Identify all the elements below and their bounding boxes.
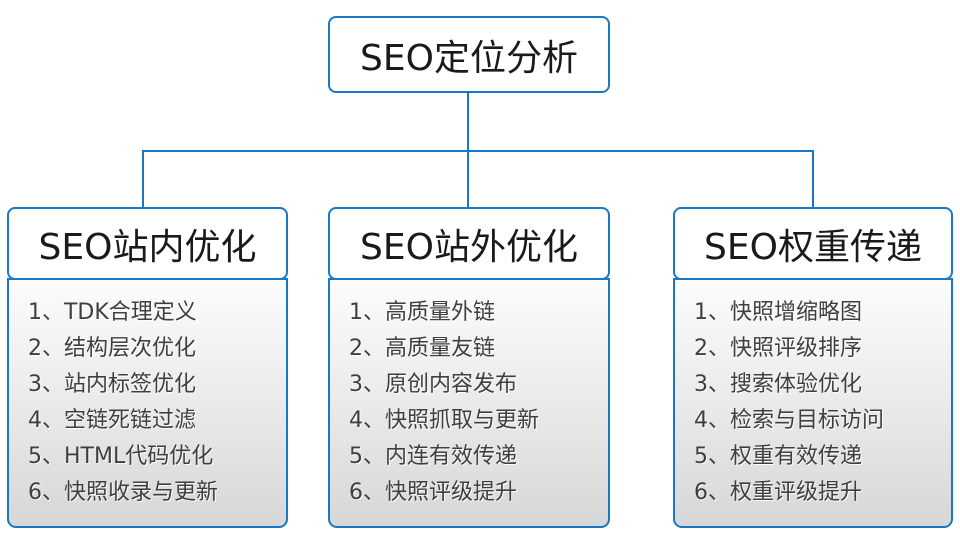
list-item: 1、快照增缩略图 <box>694 300 862 325</box>
list-item: 5、权重有效传递 <box>694 444 862 469</box>
list-item: 2、快照评级排序 <box>694 336 862 361</box>
column-list: 1、高质量外链 2、高质量友链 3、原创内容发布 4、快照抓取与更新 5、内连有… <box>328 278 610 528</box>
list-item: 1、TDK合理定义 <box>28 300 197 325</box>
connector-horizontal-line <box>142 150 814 152</box>
list-item: 4、空链死链过滤 <box>28 408 196 433</box>
list-item: 6、快照评级提升 <box>349 480 517 505</box>
list-item: 4、检索与目标访问 <box>694 408 884 433</box>
column-list: 1、快照增缩略图 2、快照评级排序 3、搜索体验优化 4、检索与目标访问 5、权… <box>673 278 953 528</box>
column-header: SEO站外优化 <box>328 207 610 280</box>
column-onsite-optimization: SEO站内优化 1、TDK合理定义 2、结构层次优化 3、站内标签优化 4、空链… <box>7 207 288 528</box>
list-item: 2、结构层次优化 <box>28 336 196 361</box>
root-node-seo-positioning-analysis: SEO定位分析 <box>328 16 610 93</box>
column-offsite-optimization: SEO站外优化 1、高质量外链 2、高质量友链 3、原创内容发布 4、快照抓取与… <box>328 207 610 528</box>
column-list: 1、TDK合理定义 2、结构层次优化 3、站内标签优化 4、空链死链过滤 5、H… <box>7 278 288 528</box>
list-item: 2、高质量友链 <box>349 336 495 361</box>
connector-left-vertical-line <box>142 150 144 207</box>
list-item: 6、权重评级提升 <box>694 480 862 505</box>
list-item: 4、快照抓取与更新 <box>349 408 539 433</box>
list-item: 3、搜索体验优化 <box>694 372 862 397</box>
column-weight-transfer: SEO权重传递 1、快照增缩略图 2、快照评级排序 3、搜索体验优化 4、检索与… <box>673 207 953 528</box>
list-item: 6、快照收录与更新 <box>28 480 218 505</box>
column-header: SEO权重传递 <box>673 207 953 280</box>
column-header: SEO站内优化 <box>7 207 288 280</box>
list-item: 3、原创内容发布 <box>349 372 517 397</box>
list-item: 5、内连有效传递 <box>349 444 517 469</box>
list-item: 1、高质量外链 <box>349 300 495 325</box>
list-item: 3、站内标签优化 <box>28 372 196 397</box>
list-item: 5、HTML代码优化 <box>28 444 214 469</box>
connector-right-vertical-line <box>812 150 814 207</box>
